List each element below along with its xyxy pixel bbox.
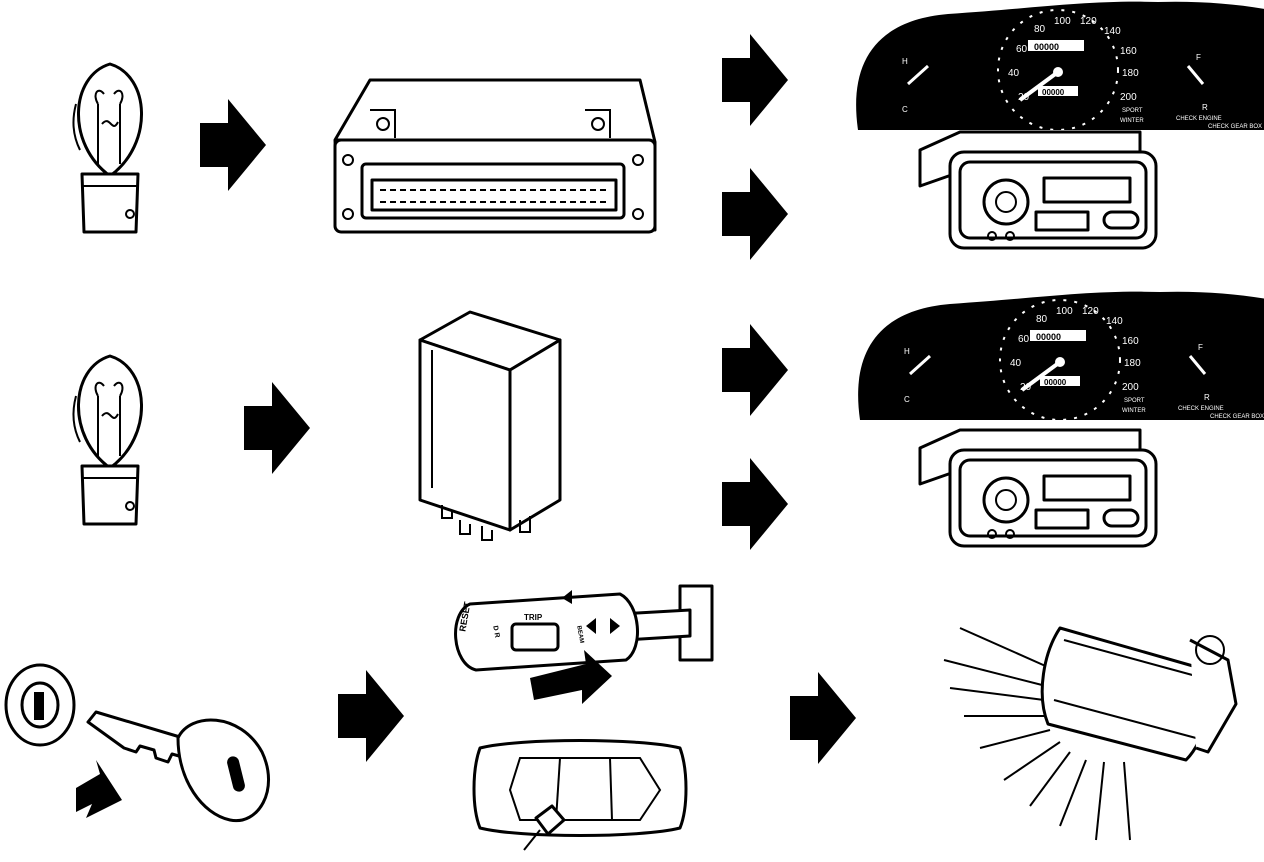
- svg-text:00000: 00000: [1036, 332, 1061, 342]
- radio-unit-1: [918, 130, 1158, 250]
- svg-text:60: 60: [1016, 44, 1028, 55]
- instrument-cluster-1: 20 40 60 80 100 120 140 160 180 200 H C …: [854, 0, 1264, 133]
- svg-text:00000: 00000: [1042, 88, 1065, 97]
- ignition-key: [86, 710, 270, 823]
- arrow-row2-b: [722, 324, 788, 416]
- svg-text:BEAM: BEAM: [575, 625, 584, 643]
- arrow-row3-a: [338, 670, 404, 762]
- svg-text:CHECK GEAR BOX: CHECK GEAR BOX: [1210, 414, 1264, 420]
- svg-text:20: 20: [1020, 382, 1032, 393]
- svg-text:40: 40: [1008, 68, 1020, 79]
- svg-text:160: 160: [1122, 336, 1139, 347]
- svg-text:200: 200: [1122, 382, 1139, 393]
- svg-text:80: 80: [1036, 314, 1048, 325]
- svg-text:80: 80: [1034, 24, 1046, 35]
- svg-text:SPORT: SPORT: [1122, 108, 1143, 114]
- svg-text:CHECK ENGINE: CHECK ENGINE: [1178, 406, 1224, 412]
- svg-text:140: 140: [1106, 316, 1123, 327]
- svg-text:F: F: [1198, 343, 1203, 352]
- svg-text:200: 200: [1120, 92, 1137, 103]
- arrow-row2-c: [722, 458, 788, 550]
- svg-text:C: C: [902, 105, 908, 114]
- pull-arrow-stalk: [530, 650, 612, 704]
- svg-text:20: 20: [1018, 92, 1030, 103]
- svg-text:H: H: [902, 57, 908, 66]
- svg-text:160: 160: [1120, 46, 1137, 57]
- arrow-row1-c: [722, 168, 788, 260]
- bulb-2: [71, 354, 144, 526]
- svg-text:40: 40: [1010, 358, 1022, 369]
- svg-text:180: 180: [1122, 68, 1139, 79]
- control-module: [333, 78, 657, 234]
- arrow-row2-a: [244, 382, 310, 474]
- svg-text:60: 60: [1018, 334, 1030, 345]
- turn-arrow-key: [76, 760, 122, 818]
- svg-text:D R: D R: [491, 625, 500, 638]
- svg-text:SPORT: SPORT: [1124, 398, 1145, 404]
- svg-text:120: 120: [1082, 306, 1099, 317]
- svg-text:100: 100: [1054, 16, 1071, 27]
- svg-text:140: 140: [1104, 26, 1121, 37]
- svg-text:TRIP: TRIP: [524, 613, 543, 622]
- arrow-row3-b: [790, 672, 856, 764]
- svg-text:R: R: [1204, 393, 1210, 402]
- light-switch-stalk: RESET TRIP BEAM D R: [454, 584, 714, 672]
- svg-text:F: F: [1196, 53, 1201, 62]
- svg-text:100: 100: [1056, 306, 1073, 317]
- svg-text:00000: 00000: [1034, 42, 1059, 52]
- svg-text:180: 180: [1124, 358, 1141, 369]
- radio-unit-2: [918, 428, 1158, 548]
- svg-text:R: R: [1202, 103, 1208, 112]
- instrument-cluster-2: 20 40 60 80 100 120 140 160 180 200 H C …: [856, 289, 1264, 422]
- svg-text:CHECK GEAR BOX: CHECK GEAR BOX: [1208, 124, 1262, 130]
- arrow-row1-b: [722, 34, 788, 126]
- svg-text:C: C: [904, 395, 910, 404]
- ignition-lock: [4, 663, 76, 747]
- headlamp: [943, 626, 1238, 841]
- car-top-view: [472, 739, 688, 851]
- svg-text:00000: 00000: [1044, 378, 1067, 387]
- svg-text:CHECK ENGINE: CHECK ENGINE: [1176, 116, 1222, 122]
- arrow-row1-a: [200, 99, 266, 191]
- svg-text:WINTER: WINTER: [1120, 118, 1144, 124]
- bulb-1: [71, 62, 144, 234]
- svg-text:H: H: [904, 347, 910, 356]
- svg-text:120: 120: [1080, 16, 1097, 27]
- svg-text:WINTER: WINTER: [1122, 408, 1146, 414]
- relay: [418, 310, 562, 541]
